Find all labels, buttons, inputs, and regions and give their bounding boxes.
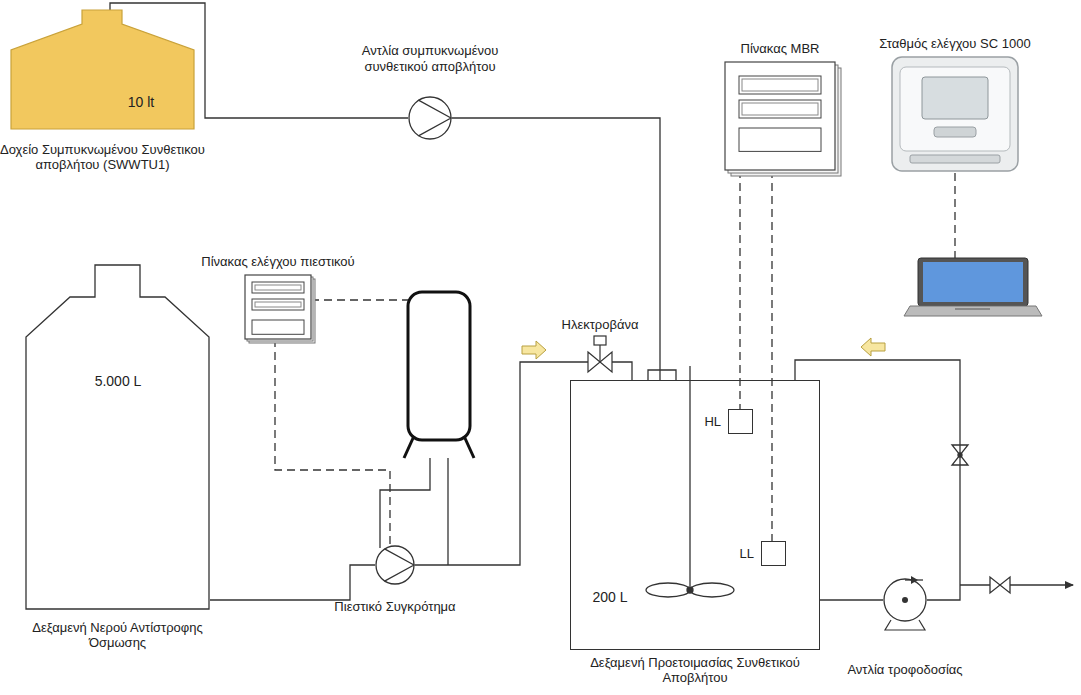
pipe-line bbox=[210, 565, 375, 600]
vessel-pipe bbox=[380, 458, 430, 548]
mixer-blade bbox=[690, 583, 734, 597]
signal-line bbox=[311, 299, 408, 300]
valve-outline bbox=[588, 352, 612, 372]
node-label: Πίνακας ελέγχου πιεστικού bbox=[178, 254, 378, 269]
mixer-shaft bbox=[689, 366, 690, 586]
pipe-line bbox=[612, 362, 632, 380]
node-label: Ηλεκτροβάνα bbox=[545, 317, 655, 332]
capacity-label: 5.000 L bbox=[73, 373, 163, 390]
control-station: Σταθμός ελέγχου SC 1000 bbox=[890, 55, 1020, 173]
tank-outline bbox=[25, 265, 210, 610]
mixer-hub bbox=[687, 587, 693, 593]
pipe-line bbox=[452, 118, 660, 380]
control-panel: Πίνακας MBR bbox=[725, 62, 835, 170]
device-outline bbox=[890, 55, 1020, 173]
node-label: HL bbox=[704, 414, 721, 429]
outlet-pipe bbox=[960, 584, 1073, 585]
mixer-blade bbox=[646, 583, 690, 597]
node-label: Δεξαμενή Προετοιμασίας Συνθετικού Αποβλή… bbox=[575, 655, 815, 686]
pump-outline bbox=[375, 545, 415, 585]
node-label: Πιεστικό Συγκρότημα bbox=[305, 599, 485, 614]
node-label: Δεξαμενή Νερού Αντίστροφης Όσμωσης bbox=[8, 620, 228, 651]
node-label: Δοχείο Συμπυκνωμένου Συνθετικου αποβλήτο… bbox=[0, 142, 210, 173]
node-label: LL bbox=[740, 546, 754, 561]
laptop bbox=[904, 258, 1042, 316]
signal-line bbox=[739, 170, 740, 409]
pump-symbol: Αντλία συμπυκνωμένου συνθετικού αποβλήτο… bbox=[408, 96, 452, 140]
outlet-valve bbox=[990, 577, 1010, 593]
node-label: Πίνακας MBR bbox=[710, 41, 850, 56]
capacity-label: 10 lt bbox=[110, 94, 172, 111]
flow-arrow bbox=[861, 338, 885, 356]
signal-line bbox=[275, 339, 390, 545]
feedpump-outline bbox=[883, 578, 927, 622]
vessel-legs bbox=[404, 436, 474, 458]
signal-line bbox=[771, 170, 772, 541]
control-panel: Πίνακας ελέγχου πιεστικού bbox=[245, 275, 311, 339]
pump-symbol: Πιεστικό Συγκρότημα bbox=[375, 545, 415, 585]
node-label: Αντλία τροφοδοσίας bbox=[820, 662, 990, 677]
bottle-outline bbox=[10, 10, 195, 130]
panel-outline bbox=[725, 62, 835, 170]
concentrate-container: 10 ltΔοχείο Συμπυκνωμένου Συνθετικου απο… bbox=[10, 10, 195, 130]
inlet-stub bbox=[648, 370, 676, 380]
signal-line bbox=[954, 173, 955, 258]
solenoid-valve: Ηλεκτροβάνα bbox=[588, 352, 612, 372]
pump-symbol: Αντλία τροφοδοσίας bbox=[883, 578, 927, 622]
pipe-line bbox=[820, 599, 883, 600]
pump-outline bbox=[408, 96, 452, 140]
level-sensor: HL bbox=[728, 409, 753, 434]
level-sensor: LL bbox=[761, 541, 786, 566]
capacity-label: 200 L bbox=[579, 589, 641, 606]
node-label: Αντλία συμπυκνωμένου συνθετικού αποβλήτο… bbox=[340, 43, 520, 74]
mixing-tank: HLLL200 LΔεξαμενή Προετοιμασίας Συνθετικ… bbox=[570, 380, 820, 650]
pipe-line bbox=[415, 362, 588, 565]
pressure-vessel bbox=[408, 292, 470, 440]
panelS-outline bbox=[245, 275, 311, 339]
vessel-pipe bbox=[447, 458, 448, 565]
node-label: Σταθμός ελέγχου SC 1000 bbox=[860, 36, 1050, 51]
flow-arrow bbox=[522, 341, 546, 359]
water-tank: 5.000 LΔεξαμενή Νερού Αντίστροφης Όσμωση… bbox=[25, 265, 210, 610]
